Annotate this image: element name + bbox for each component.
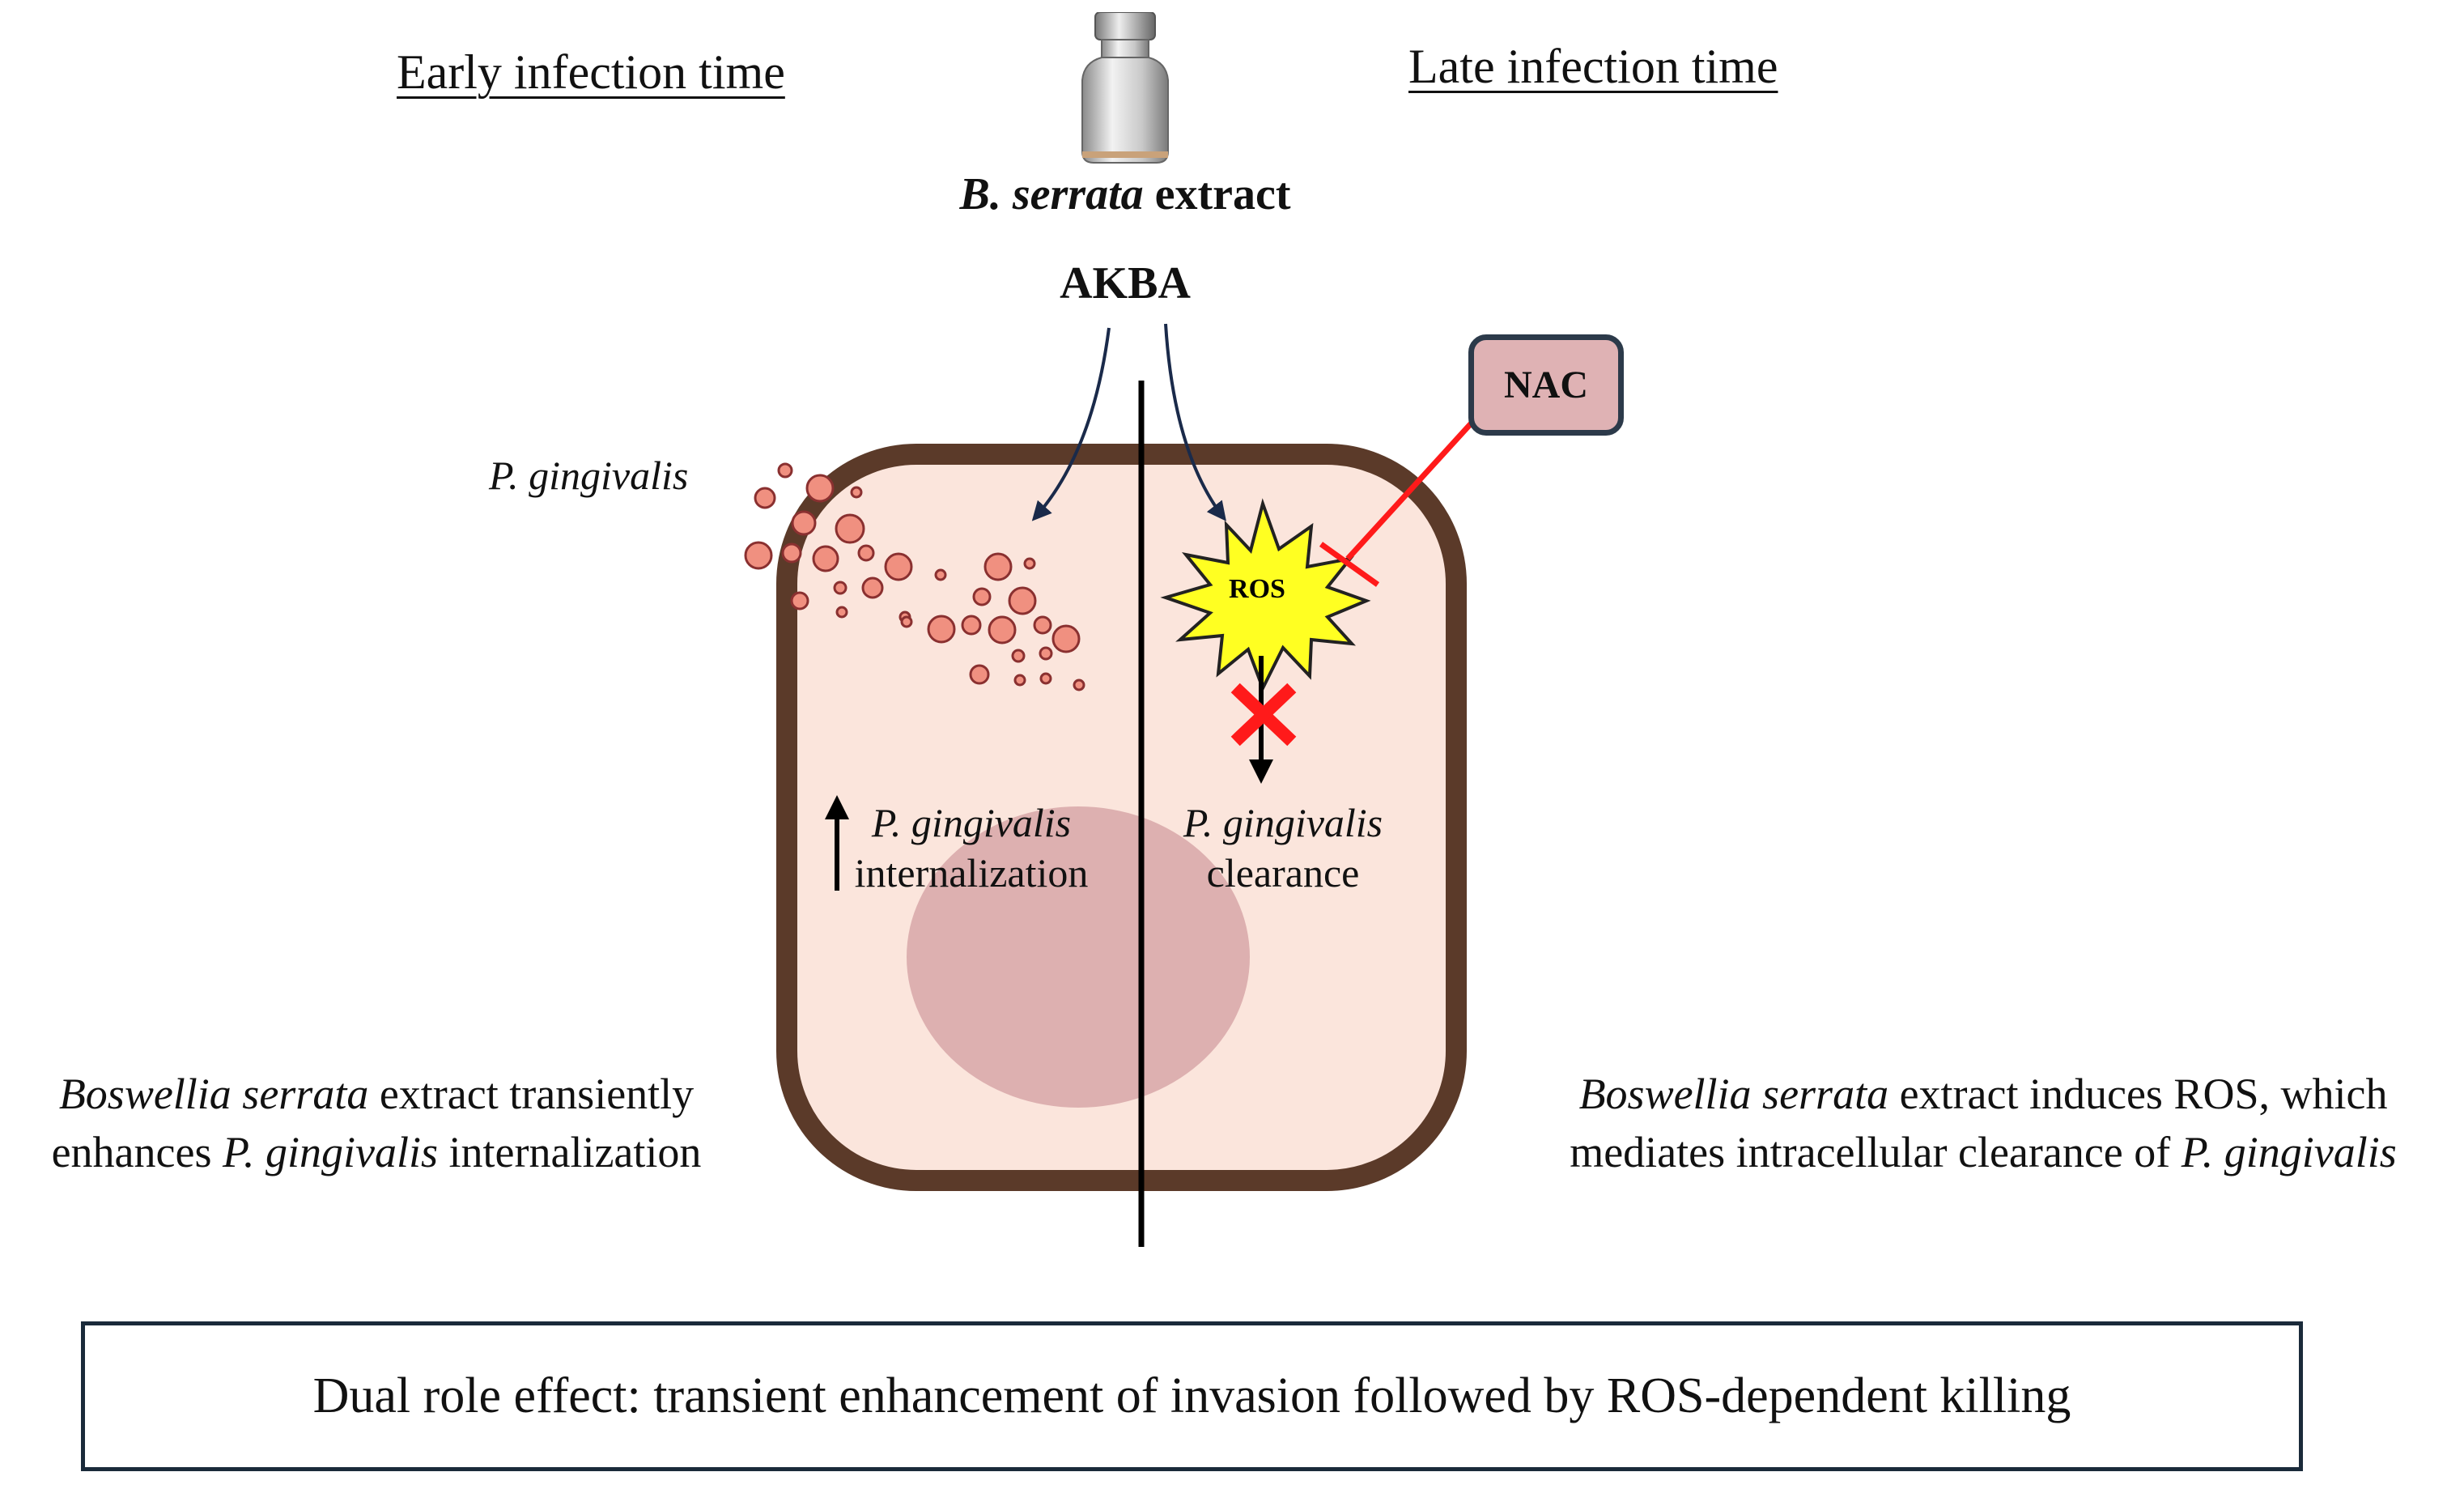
early-caption-end: internalization [438,1128,702,1176]
late-caption-line2: mediates intracellular clearance of P. g… [1514,1123,2453,1181]
extract-label: B. serrata extract [939,168,1311,220]
pathogen-label: P. gingivalis [489,453,689,498]
early-caption-species: Boswellia serrata [58,1070,369,1118]
nac-inhibition-line [1345,419,1476,561]
extract-word: extract [1143,169,1291,219]
late-caption: Boswellia serrata extract induces ROS, w… [1514,1065,2453,1181]
nac-inhibition-bar [1319,542,1380,587]
early-caption-rest: extract transiently [368,1070,695,1118]
akba-arrow-left [1031,327,1111,521]
vial-icon [1081,12,1169,164]
early-infection-heading: Early infection time [397,45,785,99]
extract-species: B. serrata [959,169,1144,219]
early-caption-line2: enhances P. gingivalis internalization [8,1123,745,1181]
nac-box: NAC [1468,334,1624,436]
clearance-line2: clearance [1206,850,1360,896]
late-caption-line1: Boswellia serrata extract induces ROS, w… [1514,1065,2453,1123]
early-caption-start: enhances [51,1128,223,1176]
late-caption-start: mediates intracellular clearance of [1570,1128,2181,1176]
internalization-line1: P. gingivalis [871,800,1072,845]
summary-box: Dual role effect: transient enhancement … [81,1321,2303,1471]
internalization-line2: internalization [854,850,1089,896]
clearance-label: P. gingivalis clearance [1153,798,1413,898]
ros-label: ROS [1229,574,1285,604]
internalization-label: P. gingivalis internalization [842,798,1101,898]
akba-label: AKBA [1060,258,1191,308]
clearance-line1: P. gingivalis [1183,800,1383,845]
late-caption-species: Boswellia serrata [1578,1070,1889,1118]
akba-arrow-right [1164,323,1226,521]
early-caption: Boswellia serrata extract transiently en… [8,1065,745,1181]
late-caption-rest: extract induces ROS, which [1888,1070,2388,1118]
early-caption-line1: Boswellia serrata extract transiently [8,1065,745,1123]
nac-label: NAC [1504,364,1588,406]
summary-text: Dual role effect: transient enhancement … [312,1368,2071,1423]
late-infection-heading: Late infection time [1408,40,1778,93]
bacteria-cluster [744,462,1085,691]
blocked-x-icon [1230,683,1297,747]
early-caption-pathogen: P. gingivalis [222,1128,439,1176]
nucleus [907,806,1250,1108]
late-caption-pathogen: P. gingivalis [2181,1128,2397,1176]
